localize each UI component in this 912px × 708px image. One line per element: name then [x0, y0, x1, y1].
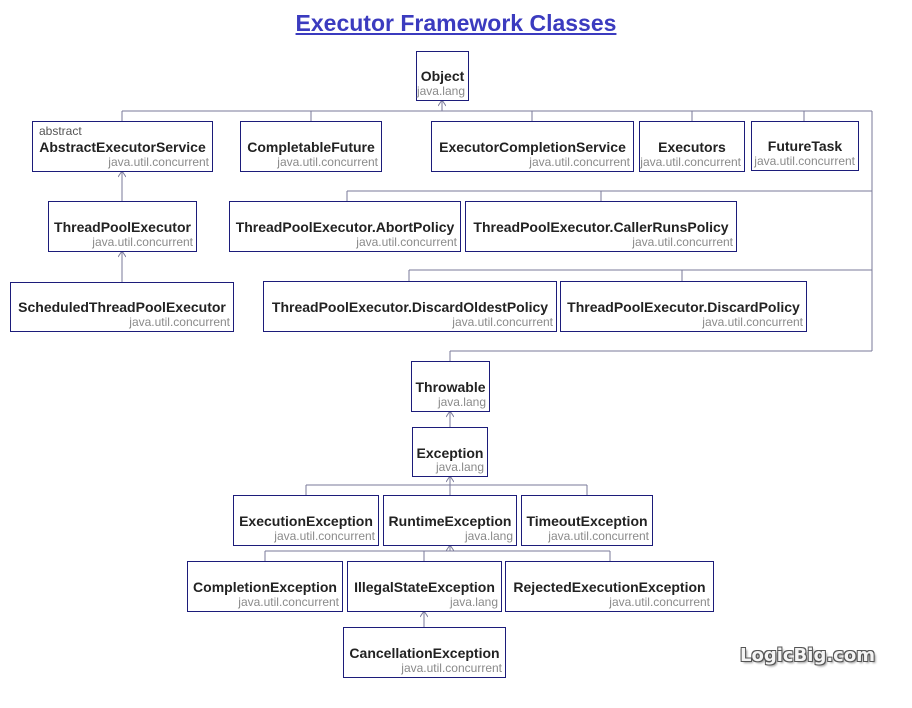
class-package: java.util.concurrent — [108, 155, 209, 169]
class-thread-pool-executor: ThreadPoolExecutor java.util.concurrent — [48, 201, 197, 252]
class-package: java.util.concurrent — [277, 155, 378, 169]
class-package: java.util.concurrent — [238, 595, 339, 609]
class-name: Executors — [658, 139, 726, 155]
class-completion-exception: CompletionException java.util.concurrent — [187, 561, 343, 612]
class-name: ScheduledThreadPoolExecutor — [18, 299, 226, 315]
class-discard-policy: ThreadPoolExecutor.DiscardPolicy java.ut… — [560, 281, 807, 332]
class-executor-completion-service: ExecutorCompletionService java.util.conc… — [431, 121, 634, 172]
class-package: java.util.concurrent — [640, 155, 741, 169]
class-cancellation-exception: CancellationException java.util.concurre… — [343, 627, 506, 678]
class-name: IllegalStateException — [354, 579, 495, 595]
class-package: java.util.concurrent — [274, 529, 375, 543]
class-package: java.util.concurrent — [754, 154, 855, 168]
class-name: ThreadPoolExecutor — [54, 219, 191, 235]
diagram-title: Executor Framework Classes — [295, 10, 617, 36]
class-name: AbstractExecutorService — [39, 139, 206, 155]
class-package: java.util.concurrent — [548, 529, 649, 543]
class-timeout-exception: TimeoutException java.util.concurrent — [521, 495, 653, 546]
class-name: ThreadPoolExecutor.AbortPolicy — [235, 219, 455, 235]
class-package: java.util.concurrent — [452, 315, 553, 329]
class-execution-exception: ExecutionException java.util.concurrent — [233, 495, 379, 546]
class-caller-runs-policy: ThreadPoolExecutor.CallerRunsPolicy java… — [465, 201, 737, 252]
class-exception: Exception java.lang — [412, 427, 488, 477]
class-executors: Executors java.util.concurrent — [639, 121, 745, 172]
class-discard-oldest-policy: ThreadPoolExecutor.DiscardOldestPolicy j… — [263, 281, 557, 332]
class-name: ExecutionException — [239, 513, 373, 529]
class-illegal-state-exception: IllegalStateException java.lang — [347, 561, 502, 612]
class-scheduled-thread-pool-executor: ScheduledThreadPoolExecutor java.util.co… — [10, 282, 234, 332]
class-name: ExecutorCompletionService — [439, 139, 626, 155]
class-name: Object — [420, 68, 465, 84]
class-package: java.lang — [416, 84, 465, 98]
class-package: java.util.concurrent — [92, 235, 193, 249]
class-completable-future: CompletableFuture java.util.concurrent — [240, 121, 382, 172]
class-name: TimeoutException — [526, 513, 648, 529]
class-name: FutureTask — [767, 138, 843, 154]
class-name: ThreadPoolExecutor.DiscardPolicy — [567, 299, 800, 315]
class-package: java.lang — [449, 595, 498, 609]
class-package: java.util.concurrent — [356, 235, 457, 249]
class-name: ThreadPoolExecutor.CallerRunsPolicy — [473, 219, 729, 235]
class-package: java.lang — [435, 460, 484, 474]
class-name: RejectedExecutionException — [513, 579, 706, 595]
class-abstract-executor-service: abstract AbstractExecutorService java.ut… — [32, 121, 213, 172]
class-package: java.util.concurrent — [129, 315, 230, 329]
class-package: java.util.concurrent — [401, 661, 502, 675]
class-name: Exception — [416, 445, 484, 461]
class-name: CompletableFuture — [247, 139, 375, 155]
class-package: java.util.concurrent — [702, 315, 803, 329]
class-rejected-execution-exception: RejectedExecutionException java.util.con… — [505, 561, 714, 612]
class-future-task: FutureTask java.util.concurrent — [751, 121, 859, 171]
class-name: Throwable — [415, 379, 486, 395]
class-name: RuntimeException — [388, 513, 512, 529]
class-name: CancellationException — [349, 645, 500, 661]
class-runtime-exception: RuntimeException java.lang — [383, 495, 517, 546]
logicbig-logo: LogicBig.com — [740, 645, 875, 666]
class-package: java.util.concurrent — [609, 595, 710, 609]
class-name: CompletionException — [193, 579, 337, 595]
class-throwable: Throwable java.lang — [411, 361, 490, 412]
class-abort-policy: ThreadPoolExecutor.AbortPolicy java.util… — [229, 201, 461, 252]
class-package: java.util.concurrent — [529, 155, 630, 169]
class-package: java.lang — [437, 395, 486, 409]
class-package: java.util.concurrent — [632, 235, 733, 249]
class-package: java.lang — [464, 529, 513, 543]
class-object: Object java.lang — [416, 51, 469, 101]
class-name: ThreadPoolExecutor.DiscardOldestPolicy — [271, 299, 549, 315]
class-modifier: abstract — [39, 124, 82, 138]
